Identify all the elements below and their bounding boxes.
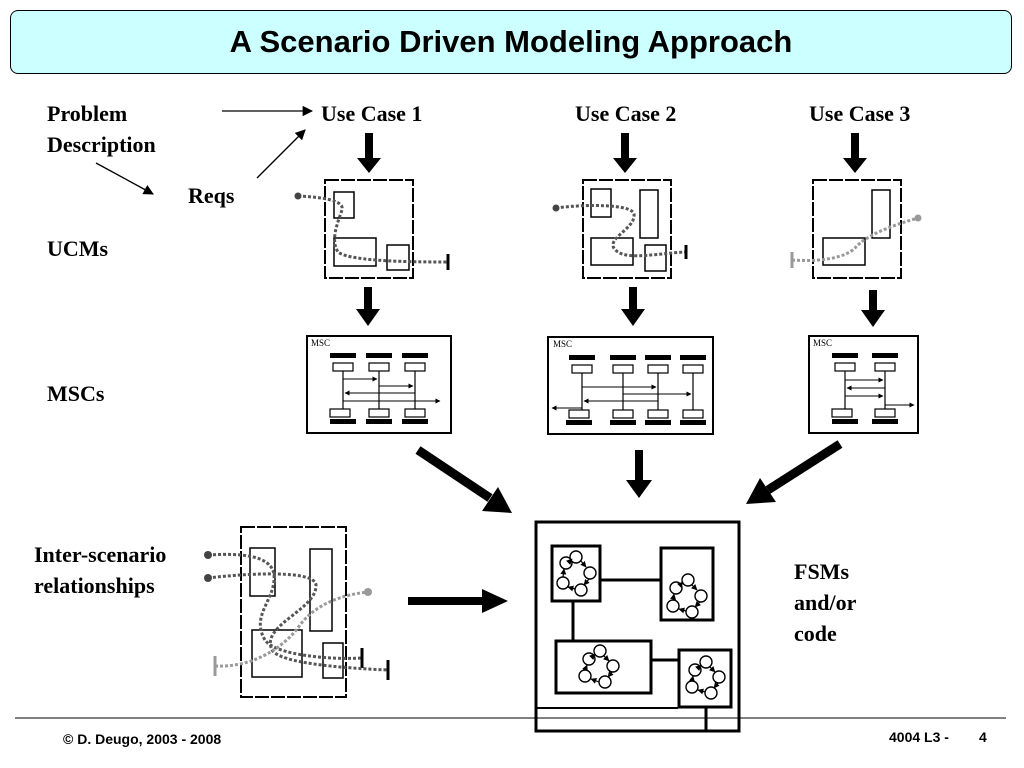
- ucm2-down-arrow: [621, 287, 645, 326]
- problem-description-label: Problem Description: [47, 101, 156, 157]
- mscs-label: MSCs: [47, 381, 105, 406]
- fsms-label: FSMs and/or code: [794, 559, 857, 646]
- use-case-2-label: Use Case 2: [575, 101, 677, 126]
- use-case-1-label: Use Case 1: [321, 101, 423, 126]
- uc3-down-arrow: [843, 133, 867, 173]
- ucm1-down-arrow: [356, 287, 380, 326]
- msc1-to-fsm-arrow-shaft: [415, 446, 493, 502]
- fsm-diagram: [534, 520, 741, 733]
- inter-scenario-to-fsm-arrow-head: [482, 589, 508, 613]
- msc-diagram-3: [808, 335, 919, 434]
- inter-scenario-label: Inter-scenario relationships: [34, 542, 167, 598]
- problem-to-reqs-arrow: [95, 162, 154, 195]
- msc1-to-fsm-arrow-head: [482, 487, 512, 513]
- ucms-label: UCMs: [47, 236, 109, 261]
- page-title: A Scenario Driven Modeling Approach: [229, 24, 793, 59]
- footer-copyright: © D. Deugo, 2003 - 2008: [63, 731, 222, 747]
- ucm-diagram-2: [552, 179, 688, 279]
- footer-page-number: 4: [979, 729, 987, 745]
- ucm-diagram-3: [790, 179, 922, 279]
- msc2-to-fsm-arrow: [626, 450, 652, 498]
- uc2-down-arrow: [613, 133, 637, 173]
- title-banner: A Scenario Driven Modeling Approach: [10, 10, 1012, 74]
- footer-course: 4004 L3 -: [889, 729, 949, 745]
- msc-tag-1: MSC: [311, 338, 330, 348]
- use-case-3-label: Use Case 3: [809, 101, 911, 126]
- reqs-to-usecase-arrow: [256, 129, 306, 179]
- msc-diagram-1: [306, 335, 452, 434]
- uc1-down-arrow: [357, 133, 381, 173]
- ucm-diagram-1: [294, 179, 450, 279]
- msc-tag-3: MSC: [813, 338, 832, 348]
- ucm3-down-arrow: [861, 290, 885, 327]
- msc-diagram-2: [547, 336, 714, 435]
- msc3-to-fsm-arrow-shaft: [765, 440, 843, 494]
- inter-scenario-diagram: [204, 526, 390, 698]
- msc3-to-fsm-arrow-head: [746, 478, 776, 504]
- msc-tag-2: MSC: [553, 339, 572, 349]
- reqs-label: Reqs: [188, 183, 235, 208]
